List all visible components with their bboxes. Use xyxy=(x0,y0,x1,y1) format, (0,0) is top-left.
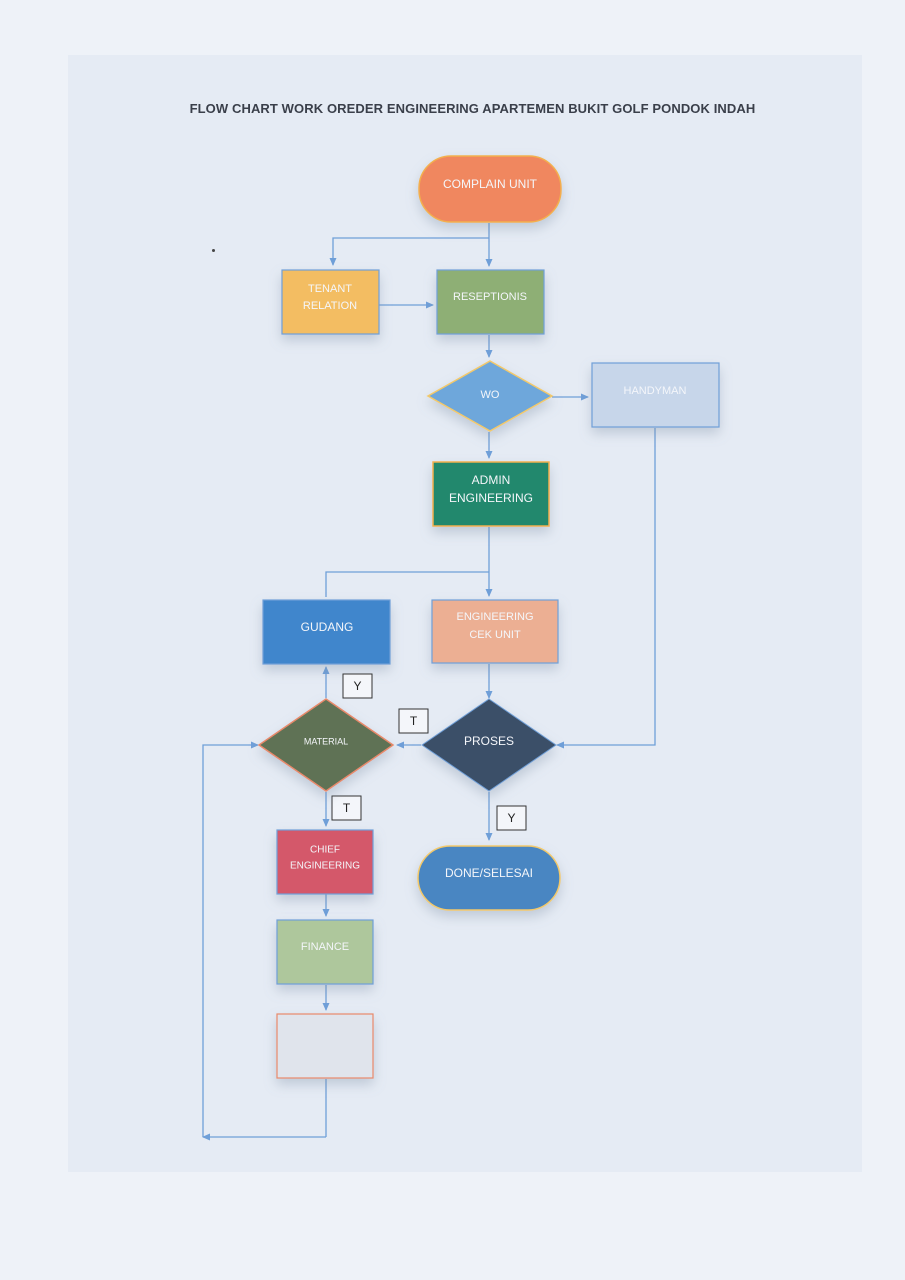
blank-step-node xyxy=(276,1013,374,1079)
wo-shape xyxy=(426,360,554,432)
reseptionis-node: RESEPTIONIS xyxy=(436,269,545,335)
page-title: FLOW CHART WORK OREDER ENGINEERING APART… xyxy=(189,101,756,116)
admin-engineering-node: ADMIN ENGINEERING xyxy=(432,461,550,527)
admin-engineering-shape xyxy=(432,461,550,527)
material-node: MATERIAL xyxy=(257,698,395,792)
done-selesai-node: DONE/SELESAI xyxy=(417,845,561,911)
finance-label: FINANCE xyxy=(301,941,349,953)
tag-proses-yes-label: Y xyxy=(507,811,515,825)
engineering-cek-unit-label-1: ENGINEERING xyxy=(456,611,533,623)
admin-engineering-label-2: ENGINEERING xyxy=(449,491,533,505)
proses-node: PROSES xyxy=(421,698,557,792)
connector-to-tenant-relation xyxy=(329,237,489,266)
tenant-relation-node: TENANT RELATION xyxy=(281,269,380,335)
tag-material-no-label: T xyxy=(343,801,351,815)
tag-material-no: T xyxy=(331,795,362,821)
speck xyxy=(212,249,215,252)
complain-unit-label: COMPLAIN UNIT xyxy=(443,177,538,191)
chief-engineering-label-1: CHIEF xyxy=(310,845,340,856)
tag-proses-no-box xyxy=(398,708,429,734)
tenant-relation-label-1: TENANT xyxy=(308,283,352,295)
engineering-cek-unit-shape xyxy=(431,599,559,664)
complain-unit-node: COMPLAIN UNIT xyxy=(418,155,562,223)
tag-material-no-box xyxy=(331,795,362,821)
wo-node: WO xyxy=(426,360,554,432)
admin-engineering-label-1: ADMIN xyxy=(472,473,511,487)
engineering-cek-unit-label-2: CEK UNIT xyxy=(469,629,521,641)
done-selesai-label: DONE/SELESAI xyxy=(445,866,533,880)
reseptionis-shape xyxy=(436,269,545,335)
material-shape xyxy=(257,698,395,792)
connector-loop-to-material xyxy=(202,741,259,1137)
tenant-relation-shape xyxy=(281,269,380,335)
chief-engineering-node: CHIEF ENGINEERING xyxy=(276,829,374,895)
handyman-label: HANDYMAN xyxy=(624,385,687,397)
tag-proses-no-label: T xyxy=(410,714,418,728)
chief-engineering-label-2: ENGINEERING xyxy=(290,861,360,872)
tag-material-yes: Y xyxy=(342,673,373,699)
finance-shape xyxy=(276,919,374,985)
blank-step-shape xyxy=(276,1013,374,1079)
gudang-shape xyxy=(262,599,391,665)
proses-label: PROSES xyxy=(464,734,514,748)
gudang-label: GUDANG xyxy=(301,620,354,634)
handyman-node: HANDYMAN xyxy=(591,362,720,428)
material-label: MATERIAL xyxy=(304,736,348,746)
handyman-shape xyxy=(591,362,720,428)
connector-admin-to-gudang xyxy=(325,571,489,597)
tag-proses-yes: Y xyxy=(496,805,527,831)
chief-engineering-shape xyxy=(276,829,374,895)
tag-proses-yes-box xyxy=(496,805,527,831)
tag-material-yes-label: Y xyxy=(353,679,361,693)
done-selesai-shape xyxy=(417,845,561,911)
connector-handyman-to-proses xyxy=(556,428,656,749)
engineering-cek-unit-node: ENGINEERING CEK UNIT xyxy=(431,599,559,664)
complain-unit-shape xyxy=(418,155,562,223)
connectors xyxy=(202,223,656,1141)
tag-material-yes-box xyxy=(342,673,373,699)
tenant-relation-label-2: RELATION xyxy=(303,300,357,312)
proses-shape xyxy=(421,698,557,792)
tag-proses-no: T xyxy=(398,708,429,734)
wo-label: WO xyxy=(481,389,500,401)
finance-node: FINANCE xyxy=(276,919,374,985)
reseptionis-label: RESEPTIONIS xyxy=(453,291,527,303)
gudang-node: GUDANG xyxy=(262,599,391,665)
